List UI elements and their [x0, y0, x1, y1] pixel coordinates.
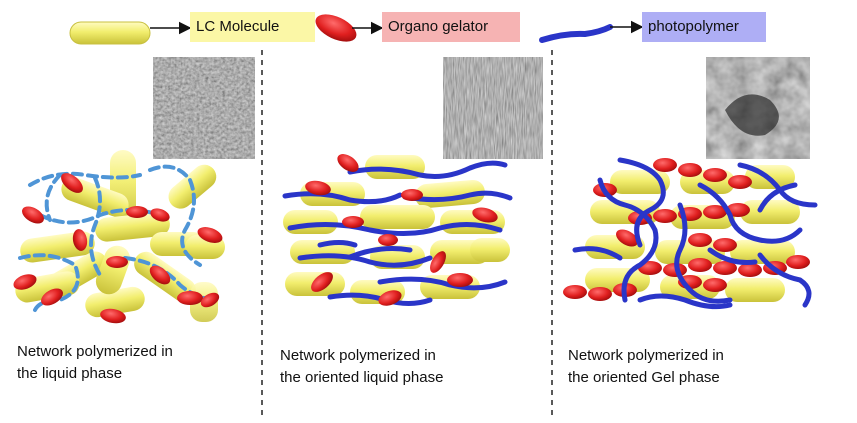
panel-2-caption-line-2: the oriented liquid phase	[280, 369, 444, 386]
dashed-polymer-panel-1	[18, 164, 217, 312]
sem-image-1	[153, 57, 255, 159]
sem-image-3	[706, 57, 810, 159]
panel-3-caption-line-1: Network polymerized in	[568, 347, 724, 364]
polymer-chains-panel-2	[282, 160, 513, 306]
panel-1-illustration	[13, 150, 225, 324]
lc-molecules-panel-2	[283, 155, 510, 304]
legend-organo-gelator	[315, 14, 384, 42]
panel-3-caption-line-2: the oriented Gel phase	[568, 369, 720, 386]
panel-1-caption-line-1: Network polymerized in	[17, 343, 173, 360]
panel-2-caption: Network polymerized in the oriented liqu…	[280, 345, 443, 389]
lc-molecule-label: LC Molecule	[190, 12, 315, 42]
organo-gelator-label: Organo gelator	[382, 12, 520, 42]
legend-lc-molecule	[69, 21, 192, 45]
panel-1-caption: Network polymerized in the liquid phase	[17, 341, 173, 385]
lc-molecules-panel-1	[15, 150, 225, 322]
panel-2-caption-line-1: Network polymerized in	[280, 347, 436, 364]
gelator-molecules-panel-2	[305, 154, 498, 306]
photopolymer-label: photopolymer	[642, 12, 766, 42]
gelator-molecules-panel-1	[13, 173, 223, 324]
polymer-chains-panel-3	[572, 157, 818, 310]
panel-3-illustration	[563, 157, 818, 310]
panel-2-illustration	[282, 154, 513, 306]
yellow-rod-icon	[69, 21, 151, 45]
legend-photopolymer	[539, 20, 644, 43]
blue-chain-icon	[539, 24, 613, 43]
sem-image-2	[443, 57, 543, 159]
panel-3-caption: Network polymerized in the oriented Gel …	[568, 345, 724, 389]
panel-1-caption-line-2: the liquid phase	[17, 365, 123, 382]
red-ellipse-icon	[315, 14, 357, 42]
